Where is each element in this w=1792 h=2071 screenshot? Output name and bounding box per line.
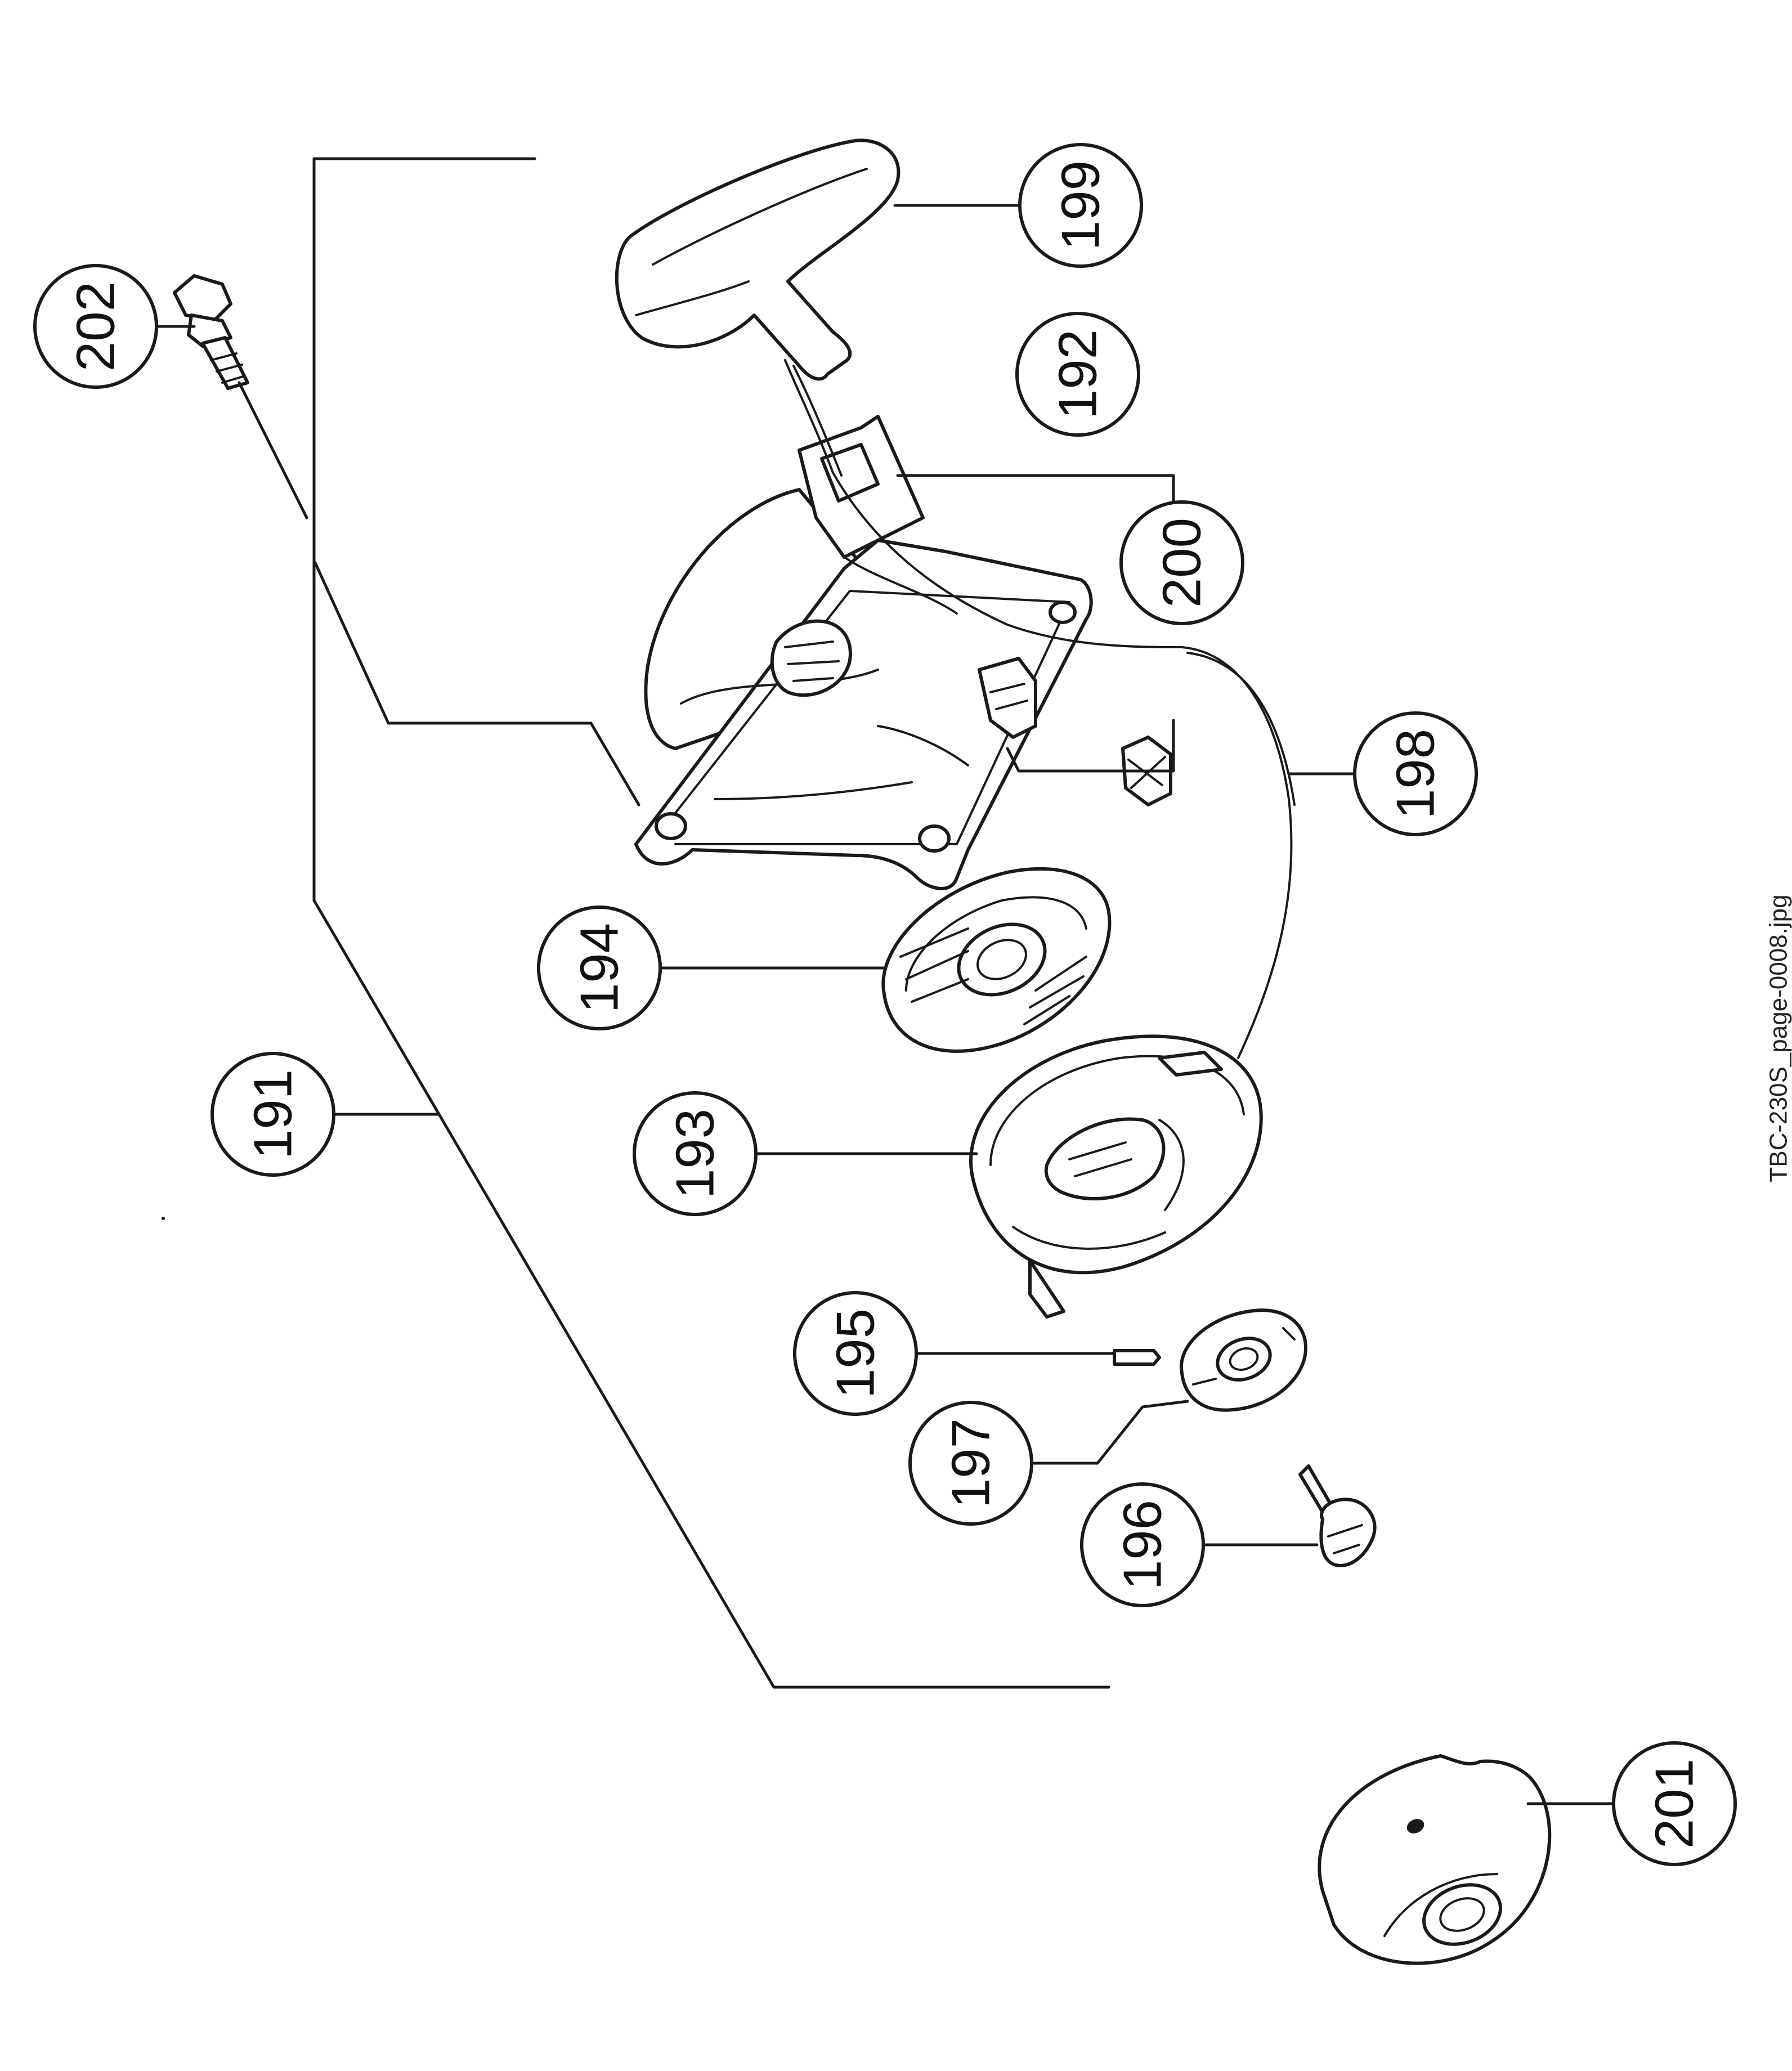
part-193-rope-reel <box>744 1034 1263 1319</box>
callout-199-label: 199 <box>1051 160 1111 250</box>
part-192-starter-case <box>634 415 1175 890</box>
part-197-ratchet <box>1031 1308 1307 1465</box>
callout-192-label: 192 <box>1048 329 1108 419</box>
callout-192: 192 <box>1015 312 1140 437</box>
callout-200: 200 <box>1119 500 1244 625</box>
callout-193: 193 <box>633 1091 758 1216</box>
callout-191-label: 191 <box>243 1069 303 1159</box>
part-196-screw <box>1203 1464 1377 1567</box>
part-200-rope-guide <box>1006 474 1175 806</box>
callout-197: 197 <box>908 1401 1033 1526</box>
part-198-starter-rope <box>784 359 1358 1059</box>
callout-193-label: 193 <box>665 1109 725 1199</box>
callout-194: 194 <box>537 905 662 1030</box>
callout-196-label: 196 <box>1113 1500 1173 1590</box>
callout-197-label: 197 <box>941 1418 1001 1508</box>
callout-198: 198 <box>1353 711 1478 836</box>
part-201-starter-pulley <box>1318 1754 1617 1965</box>
callout-201: 201 <box>1612 1741 1737 1866</box>
callout-199: 199 <box>1018 143 1143 268</box>
part-199-starter-handle <box>615 138 1023 381</box>
part-202-bolt <box>150 274 308 519</box>
assembly-bracket-191 <box>312 157 1110 1689</box>
callout-198-label: 198 <box>1386 729 1446 819</box>
callout-195-label: 195 <box>826 1308 886 1398</box>
callout-191: 191 <box>210 1052 335 1177</box>
callout-201-label: 201 <box>1645 1759 1705 1849</box>
callout-202: 202 <box>33 264 158 389</box>
callout-202-label: 202 <box>66 281 126 371</box>
part-195-pin <box>913 1349 1161 1366</box>
callout-200-label: 200 <box>1152 518 1212 608</box>
part-194-spiral-spring <box>651 867 1112 1053</box>
file-name-caption: TBC-230S_page-0008.jpg <box>1765 894 1792 1182</box>
callout-195: 195 <box>793 1291 918 1416</box>
speck <box>162 1217 165 1220</box>
callout-196: 196 <box>1080 1482 1205 1607</box>
callout-194-label: 194 <box>570 923 630 1013</box>
